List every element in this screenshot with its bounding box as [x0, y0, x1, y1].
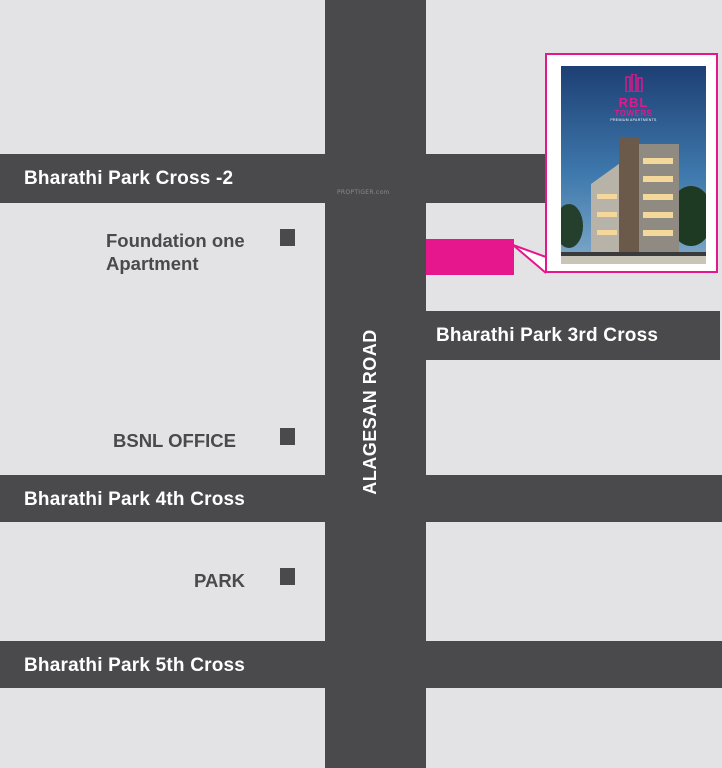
bharathi-park-5th-cross-road	[0, 641, 722, 688]
cross5-label: Bharathi Park 5th Cross	[24, 655, 246, 676]
project-logo-top: RBL	[618, 95, 649, 110]
towers-logo-icon	[624, 73, 643, 93]
bharathi-park-3rd-cross-road	[426, 311, 720, 360]
foundation-one-marker-icon	[280, 229, 295, 246]
park-marker-icon	[280, 568, 295, 585]
bsnl-office-label: BSNL OFFICE	[113, 430, 236, 451]
watermark: PROPTIGER.com	[337, 189, 390, 196]
project-photo-callout[interactable]: RBL TOWERS PREMIUM APARTMENTS	[545, 53, 718, 273]
project-logo-tagline: PREMIUM APARTMENTS	[610, 118, 657, 122]
cross3-label: Bharathi Park 3rd Cross	[436, 325, 659, 346]
building-illustration	[561, 66, 706, 264]
bharathi-park-cross-2-road	[0, 154, 548, 203]
cross2-label: Bharathi Park Cross -2	[24, 168, 234, 189]
callout-pointer	[512, 244, 547, 274]
foundation-one-line2: Apartment	[106, 253, 199, 274]
foundation-one-label: Foundation one Apartment	[106, 229, 245, 275]
alagesan-road-label: ALAGESAN ROAD	[360, 329, 380, 495]
park-label: PARK	[194, 570, 246, 591]
project-location-marker[interactable]	[426, 239, 514, 275]
bsnl-office-marker-icon	[280, 428, 295, 445]
project-logo: RBL TOWERS PREMIUM APARTMENTS	[561, 73, 706, 123]
bharathi-park-4th-cross-road	[0, 475, 722, 522]
alagesan-road	[325, 0, 426, 768]
project-logo-bottom: TOWERS	[614, 109, 653, 118]
project-building-image: RBL TOWERS PREMIUM APARTMENTS	[561, 66, 706, 264]
foundation-one-line1: Foundation one	[106, 230, 245, 251]
cross4-label: Bharathi Park 4th Cross	[24, 489, 246, 510]
